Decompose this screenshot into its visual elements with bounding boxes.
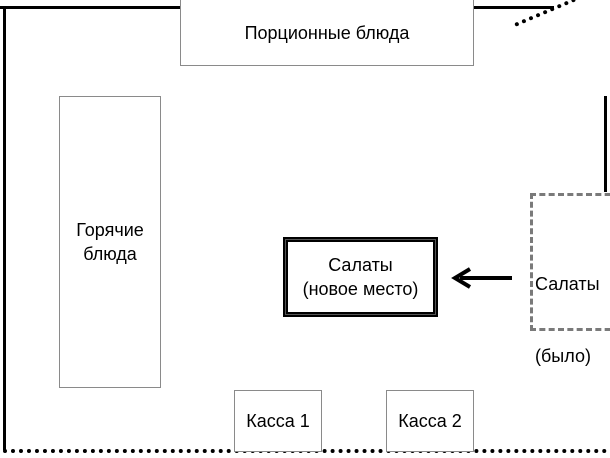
salads-old-label-line2: (было) bbox=[535, 346, 591, 366]
move-arrow-icon bbox=[451, 267, 512, 289]
hot-dishes-station: Горячие блюда bbox=[59, 96, 161, 388]
wall-right bbox=[604, 96, 607, 192]
salads-new-location: Салаты (новое место) bbox=[283, 237, 438, 317]
cash-register-1: Касса 1 bbox=[234, 390, 322, 452]
entrance-dotted-line bbox=[514, 0, 610, 27]
salads-old-location: Салаты (было) bbox=[530, 193, 610, 366]
cash-register-1-label: Касса 1 bbox=[246, 411, 310, 431]
hot-dishes-label-line2: блюда bbox=[83, 244, 137, 264]
portion-dishes-label: Порционные блюда bbox=[244, 22, 410, 43]
hot-dishes-label-line1: Горячие bbox=[76, 220, 144, 240]
portion-dishes-station: Порционные блюда bbox=[180, 0, 474, 66]
cash-register-2: Касса 2 bbox=[386, 390, 474, 452]
cash-register-2-label: Касса 2 bbox=[398, 411, 462, 431]
salads-new-label-line1: Салаты bbox=[328, 255, 393, 275]
wall-top-right bbox=[474, 6, 554, 9]
wall-left bbox=[3, 6, 6, 450]
salads-old-label-line1: Салаты bbox=[535, 274, 600, 294]
salads-new-label-line2: (новое место) bbox=[302, 279, 419, 299]
wall-top-left bbox=[0, 6, 180, 9]
